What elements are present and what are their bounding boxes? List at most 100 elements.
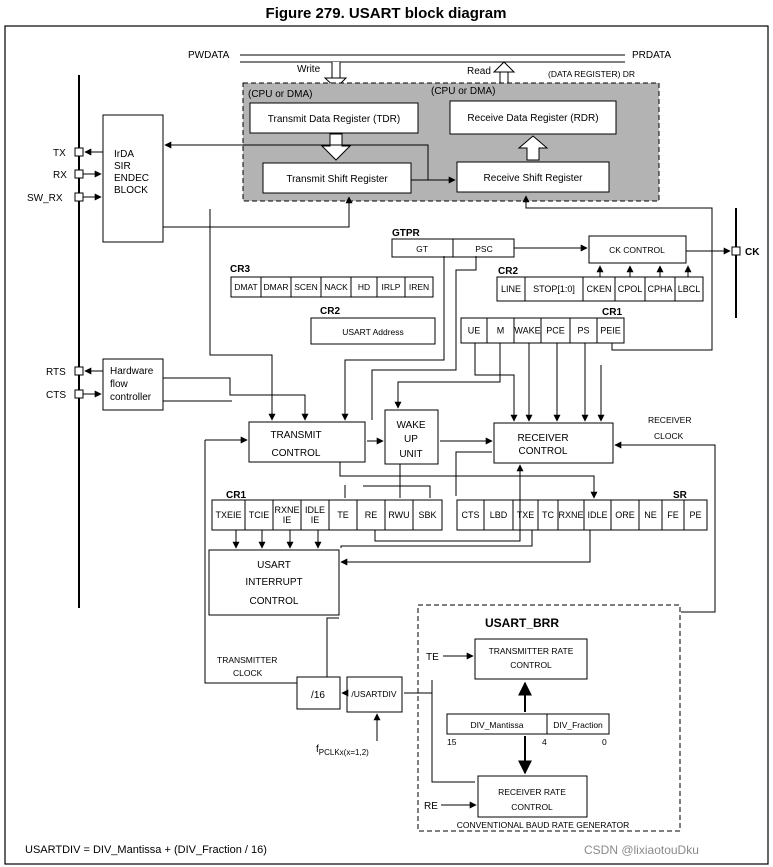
div16-box — [296, 676, 341, 710]
sr-cell — [483, 499, 514, 531]
cr2-top-cell — [674, 276, 704, 302]
rts-pin-label: RTS — [46, 367, 66, 378]
div-fraction-field — [546, 713, 610, 735]
rx-pin — [74, 169, 84, 179]
cr1-bottom-bit-label: TCIE — [249, 510, 270, 520]
cr1-bottom-bit-label: RE — [365, 510, 378, 520]
cr1-top-bit-label: WAKE — [514, 326, 540, 336]
cr3-bit-label: IRLP — [382, 282, 401, 292]
cr3-bit-label: IREN — [409, 282, 429, 292]
transmit-control-line-2: CONTROL — [272, 448, 321, 459]
irda-line-4: BLOCK — [114, 185, 148, 196]
rx-rate-line-2: CONTROL — [511, 802, 553, 812]
cr2-addr-title: CR2 — [320, 306, 340, 317]
irda-block — [102, 114, 164, 243]
tdr-box — [249, 102, 419, 134]
sr-bit-label: TC — [542, 510, 554, 520]
baud-generator-label: CONVENTIONAL BAUD RATE GENERATOR — [457, 820, 630, 830]
hwflow-line-2: flow — [110, 379, 129, 390]
cr1-bottom-bit-label: TE — [337, 510, 349, 520]
rsr-to-rdr-arrow — [517, 135, 549, 161]
wakeup-unit — [384, 409, 439, 465]
receiver-control-line-2: CONTROL — [519, 446, 568, 457]
tdr-to-tsr-arrow — [320, 133, 352, 161]
cr1-top-bit-label: UE — [468, 326, 481, 336]
hw-flow-controller — [102, 358, 164, 411]
sr-bit-label: ORE — [615, 510, 635, 520]
bit-0-label: 0 — [602, 737, 607, 747]
transmitter-clock-line-1: TRANSMITTER — [217, 655, 277, 665]
cr1-bottom-cell — [244, 499, 274, 531]
tx-pin — [74, 147, 84, 157]
sw-rx-pin-label: SW_RX — [27, 193, 63, 204]
div-fraction-label: DIV_Fraction — [553, 720, 603, 730]
transmit-control — [248, 421, 366, 463]
rdr-box — [449, 100, 617, 135]
cr3-bit-label: HD — [358, 282, 370, 292]
cpu-dma-tx-label: (CPU or DMA) — [248, 89, 312, 100]
tx-pin-label: TX — [53, 148, 66, 159]
brr-te-label: TE — [426, 652, 439, 663]
gtpr-psc-label: PSC — [475, 244, 492, 254]
cr3-title: CR3 — [230, 264, 250, 275]
usartdiv-formula: USARTDIV = DIV_Mantissa + (DIV_Fraction … — [25, 844, 267, 856]
rsr-label: Receive Shift Register — [484, 173, 584, 184]
read-label: Read — [467, 66, 491, 77]
cr2-top-cell — [496, 276, 526, 302]
div16-label: /16 — [311, 690, 325, 701]
rts-pin — [74, 366, 84, 376]
cpu-dma-rx-label: (CPU or DMA) — [431, 86, 495, 97]
gtpr-gt-label: GT — [416, 244, 428, 254]
cr2-top-cell — [582, 276, 616, 302]
sr-bit-label: RXNE — [558, 510, 583, 520]
cr2-top-cell — [524, 276, 584, 302]
interrupt-line-2: INTERRUPT — [245, 577, 302, 588]
sr-bit-label: FE — [667, 510, 679, 520]
ck-control-label: CK CONTROL — [609, 245, 665, 255]
cr1-top-bit-label: M — [497, 326, 505, 336]
transmitter-clock-line-2: CLOCK — [233, 668, 263, 678]
wakeup-line-2: UP — [404, 434, 418, 445]
sr-cell — [456, 499, 485, 531]
tsr-box — [262, 162, 412, 194]
cr1-top-cell — [569, 317, 598, 344]
rx-pin-label: RX — [53, 170, 67, 181]
pwdata-label: PWDATA — [188, 50, 230, 61]
cr2-top-bit-label: STOP[1:0] — [533, 284, 575, 294]
rsr-box — [456, 161, 610, 193]
div-mantissa-label: DIV_Mantissa — [471, 720, 524, 730]
prdata-label: PRDATA — [632, 50, 671, 61]
receiver-clock-line-2: CLOCK — [654, 431, 684, 441]
hwflow-line-3: controller — [110, 392, 152, 403]
interrupt-line-1: USART — [257, 560, 291, 571]
sr-bit-label: LBD — [490, 510, 508, 520]
cr1-bottom-cell — [356, 499, 386, 531]
cr3-bit-label: SCEN — [294, 282, 318, 292]
bit-4-label: 4 — [542, 737, 547, 747]
cr1-bottom-bit-label: TXEIE — [215, 510, 241, 520]
sr-bit-label: IDLE — [587, 510, 607, 520]
cr3-bit-label: NACK — [324, 282, 348, 292]
cr3-bit-label: DMAT — [234, 282, 257, 292]
irda-line-2: SIR — [114, 161, 131, 172]
cts-pin — [74, 389, 84, 399]
hwflow-line-1: Hardware — [110, 366, 154, 377]
sr-cell — [610, 499, 640, 531]
rx-rate-line-1: RECEIVER RATE — [498, 787, 566, 797]
cts-pin-label: CTS — [46, 390, 66, 401]
interrupt-line-3: CONTROL — [250, 596, 299, 607]
sr-bit-label: CTS — [462, 510, 480, 520]
cr1-top-bit-label: PCE — [546, 326, 565, 336]
figure-title: Figure 279. USART block diagram — [266, 5, 507, 22]
sr-title: SR — [673, 490, 688, 501]
irda-line-3: ENDEC — [114, 173, 149, 184]
outer-frame — [4, 25, 769, 865]
cr2-top-bit-label: LBCL — [678, 284, 701, 294]
cr3-bit-label: DMAR — [263, 282, 288, 292]
cr1-top-title: CR1 — [602, 307, 622, 318]
sr-cell — [557, 499, 585, 531]
ck-pin — [731, 246, 741, 256]
cr1-bottom-bit-label: IE — [311, 515, 320, 525]
